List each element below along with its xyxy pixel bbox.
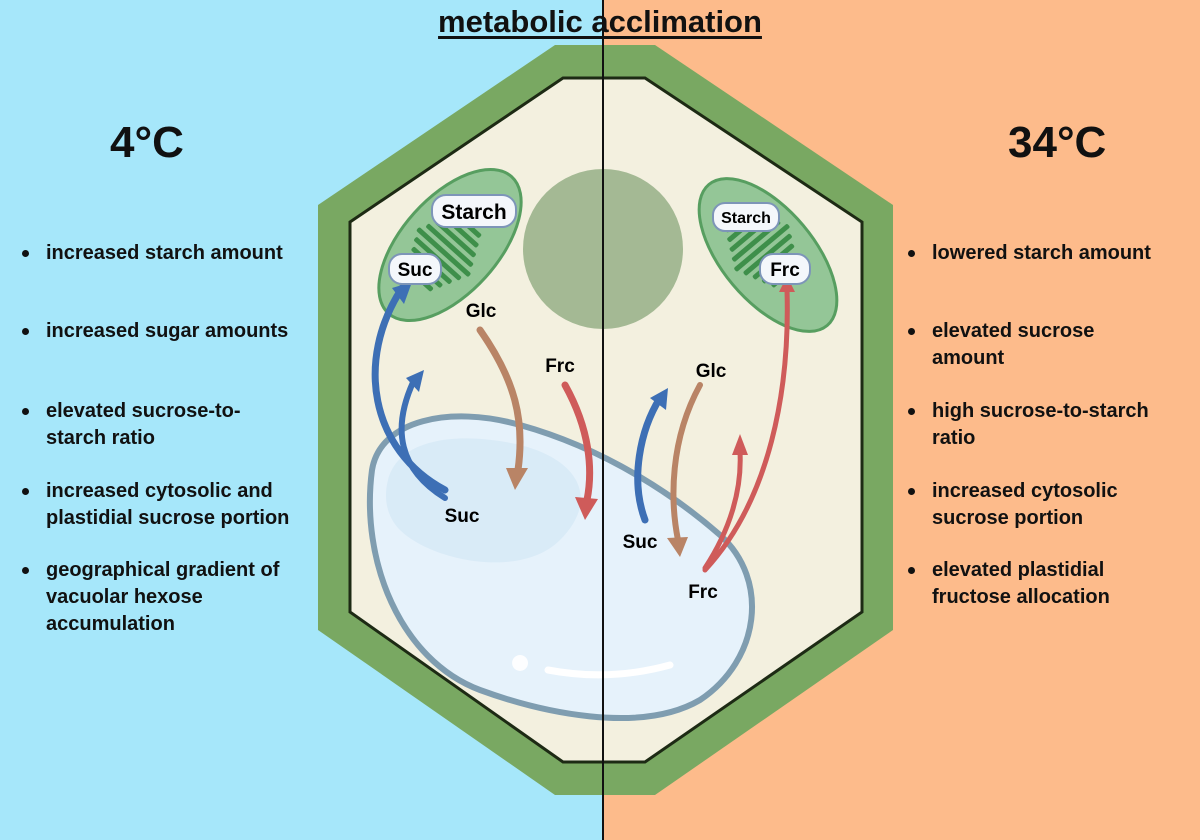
warm-observation-4: increased cytosolic sucrose portion [906, 478, 1118, 532]
left-glucose-arrowhead [506, 468, 528, 490]
warm-temperature-label: 34°C [1008, 118, 1107, 167]
left-sucrose-arrow-to-cytosol [398, 375, 448, 501]
left-vacuole-sucrose-label: Suc [445, 506, 480, 527]
left-glucose-arrow [476, 326, 524, 474]
left-fructose-label: Frc [545, 356, 575, 377]
thylakoid-stack [734, 224, 790, 272]
left-sucrose-arrowhead-1 [392, 282, 412, 304]
right-chloroplast-fructose-label: Frc [759, 253, 811, 285]
right-fructose-arrow-to-chloroplast [702, 287, 790, 573]
left-chloroplast-sucrose-label: Suc [388, 253, 442, 285]
thylakoid-stack [416, 227, 471, 277]
left-starch-label: Starch [431, 194, 517, 228]
right-fructose-arrowhead-2 [732, 434, 748, 455]
right-vacuole-sucrose-label: Suc [623, 532, 658, 553]
cold-observation-5: geographical gradient of vacuolar hexose… [20, 557, 279, 638]
warm-observation-2: elevated sucrose amount [906, 318, 1094, 372]
right-glucose-arrow [670, 382, 703, 543]
right-fructose-arrow-to-cytosol [702, 449, 743, 571]
right-starch-label: Starch [712, 202, 780, 232]
left-fructose-arrow [561, 381, 594, 504]
left-sucrose-arrowhead-2 [406, 370, 424, 392]
svg-text:Starch: Starch [721, 210, 771, 227]
warm-observation-1: lowered starch amount [906, 240, 1151, 267]
thylakoid-stack [435, 220, 476, 258]
left-fructose-arrowhead [575, 497, 598, 520]
right-glucose-arrowhead [667, 537, 688, 557]
svg-text:Frc: Frc [770, 260, 800, 281]
svg-text:Suc: Suc [398, 260, 433, 281]
right-sucrose-arrowhead [650, 388, 668, 410]
left-glucose-label: Glc [466, 301, 497, 322]
cold-observation-2: increased sugar amounts [20, 318, 288, 345]
cold-observation-4: increased cytosolic and plastidial sucro… [20, 478, 289, 532]
svg-text:Starch: Starch [441, 201, 506, 224]
thylakoid-stack [426, 223, 474, 267]
center-divider-line [602, 0, 604, 840]
cold-observation-1: increased starch amount [20, 240, 283, 267]
cold-observation-3: elevated sucrose-to- starch ratio [20, 398, 241, 452]
cold-temperature-label: 4°C [110, 118, 184, 167]
diagram-title: metabolic acclimation [438, 4, 762, 39]
warm-observation-3: high sucrose-to-starch ratio [906, 398, 1149, 452]
right-glucose-label: Glc [696, 361, 727, 382]
right-sucrose-arrow [634, 394, 664, 524]
vacuole [366, 413, 755, 722]
warm-observation-5: elevated plastidial fructose allocation [906, 557, 1110, 611]
right-vacuole-fructose-label: Frc [688, 582, 718, 603]
